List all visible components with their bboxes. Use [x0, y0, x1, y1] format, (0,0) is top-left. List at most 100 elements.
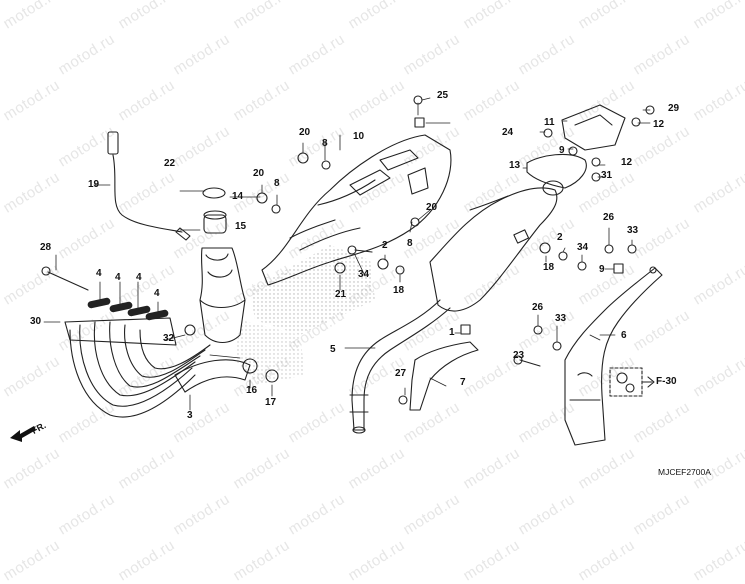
bolt — [604, 244, 614, 254]
muffler — [429, 180, 564, 312]
bolt — [539, 242, 551, 254]
end-cover — [561, 104, 626, 151]
callout-number: 26 — [532, 302, 544, 313]
callout-number: 4 — [115, 272, 121, 283]
bolt — [613, 263, 624, 274]
bolt — [631, 117, 641, 127]
bolt — [577, 261, 587, 271]
bolt — [297, 152, 309, 164]
bolt — [410, 217, 420, 227]
leader-lines — [43, 97, 651, 411]
gasket — [87, 297, 169, 321]
callout-number: 11 — [544, 117, 555, 128]
bolt — [256, 192, 268, 204]
frame-shading — [250, 245, 375, 335]
callout-number: 18 — [543, 262, 555, 273]
exhaust-chamber — [261, 134, 452, 286]
callout-number: 2 — [382, 240, 388, 251]
callout-number: 8 — [322, 138, 328, 149]
callout-number: 1 — [449, 327, 455, 338]
exhaust-parts-drawing — [41, 95, 663, 446]
bolt — [519, 359, 541, 367]
front-arrow-icon — [10, 426, 36, 442]
bolt — [552, 341, 562, 351]
bolt — [242, 358, 258, 374]
callout-number: 4 — [96, 268, 102, 279]
callout-number: 12 — [621, 157, 633, 168]
bolt — [334, 262, 346, 274]
callout-number: 25 — [437, 90, 449, 101]
reference-arrow — [642, 376, 655, 388]
bolt — [568, 146, 578, 156]
callout-number: 23 — [513, 350, 525, 361]
bolt — [533, 325, 543, 335]
callout-number: 14 — [232, 191, 244, 202]
callout-number: 20 — [426, 202, 438, 213]
oxygen-sensor — [107, 131, 191, 241]
callout-number: 29 — [668, 103, 680, 114]
callout-number: 16 — [246, 385, 258, 396]
stud-bolt-head — [41, 266, 51, 276]
frame-shading — [235, 320, 305, 385]
callout-number: 4 — [136, 272, 142, 283]
callout-number: 32 — [163, 333, 175, 344]
callout-number: 5 — [330, 344, 336, 355]
callout-number: 12 — [653, 119, 665, 130]
callout-number: 7 — [460, 377, 466, 388]
bolt — [271, 204, 281, 214]
callout-number: 18 — [393, 285, 405, 296]
callout-number: 24 — [502, 127, 514, 138]
callout-number: 8 — [407, 238, 413, 249]
joint-collar — [203, 214, 227, 234]
exhaust-header — [64, 317, 251, 418]
callout-number: 9 — [599, 264, 605, 275]
bolt — [558, 251, 568, 261]
bolt — [321, 160, 331, 170]
reference-label: F-30 — [656, 376, 677, 387]
callout-number: 26 — [603, 212, 615, 223]
bolt — [398, 395, 408, 405]
bolt — [460, 324, 471, 335]
callout-number: 10 — [353, 131, 365, 142]
callout-number: 30 — [30, 316, 42, 327]
callout-number: 27 — [395, 368, 407, 379]
callout-number: 8 — [274, 178, 280, 189]
bolt — [591, 157, 601, 167]
bolt — [184, 324, 196, 336]
reference-box — [609, 367, 643, 397]
callout-number: 2 — [557, 232, 563, 243]
bolt — [265, 369, 279, 383]
diagram-code: MJCEF2700A — [658, 467, 711, 477]
callout-number: 21 — [335, 289, 347, 300]
bolt — [627, 244, 637, 254]
callout-number: 22 — [164, 158, 176, 169]
bolt — [414, 117, 425, 128]
callout-number: 4 — [154, 288, 160, 299]
callout-number: 20 — [299, 127, 311, 138]
muffler-cover — [526, 153, 587, 189]
collar — [395, 265, 405, 275]
heat-protector — [409, 341, 479, 411]
callout-number: 20 — [253, 168, 265, 179]
muffler-stay — [564, 266, 663, 446]
callout-number: 34 — [577, 242, 589, 253]
bolt — [354, 249, 373, 253]
callout-number: 33 — [555, 313, 567, 324]
callout-number: 19 — [88, 179, 100, 190]
clamp-band — [202, 187, 226, 199]
callout-number: 17 — [265, 397, 277, 408]
bolt — [543, 128, 553, 138]
collar — [377, 258, 389, 270]
callout-number: 15 — [235, 221, 247, 232]
callout-number: 3 — [187, 410, 193, 421]
callout-number: 31 — [601, 170, 613, 181]
callout-number: 13 — [509, 160, 521, 171]
callout-number: 6 — [621, 330, 627, 341]
callout-number: 9 — [559, 145, 565, 156]
callout-number: 34 — [358, 269, 370, 280]
callout-number: 33 — [627, 225, 639, 236]
middle-pipe — [199, 247, 246, 344]
stud-bolt — [47, 271, 89, 291]
tail-pipe — [349, 299, 451, 434]
